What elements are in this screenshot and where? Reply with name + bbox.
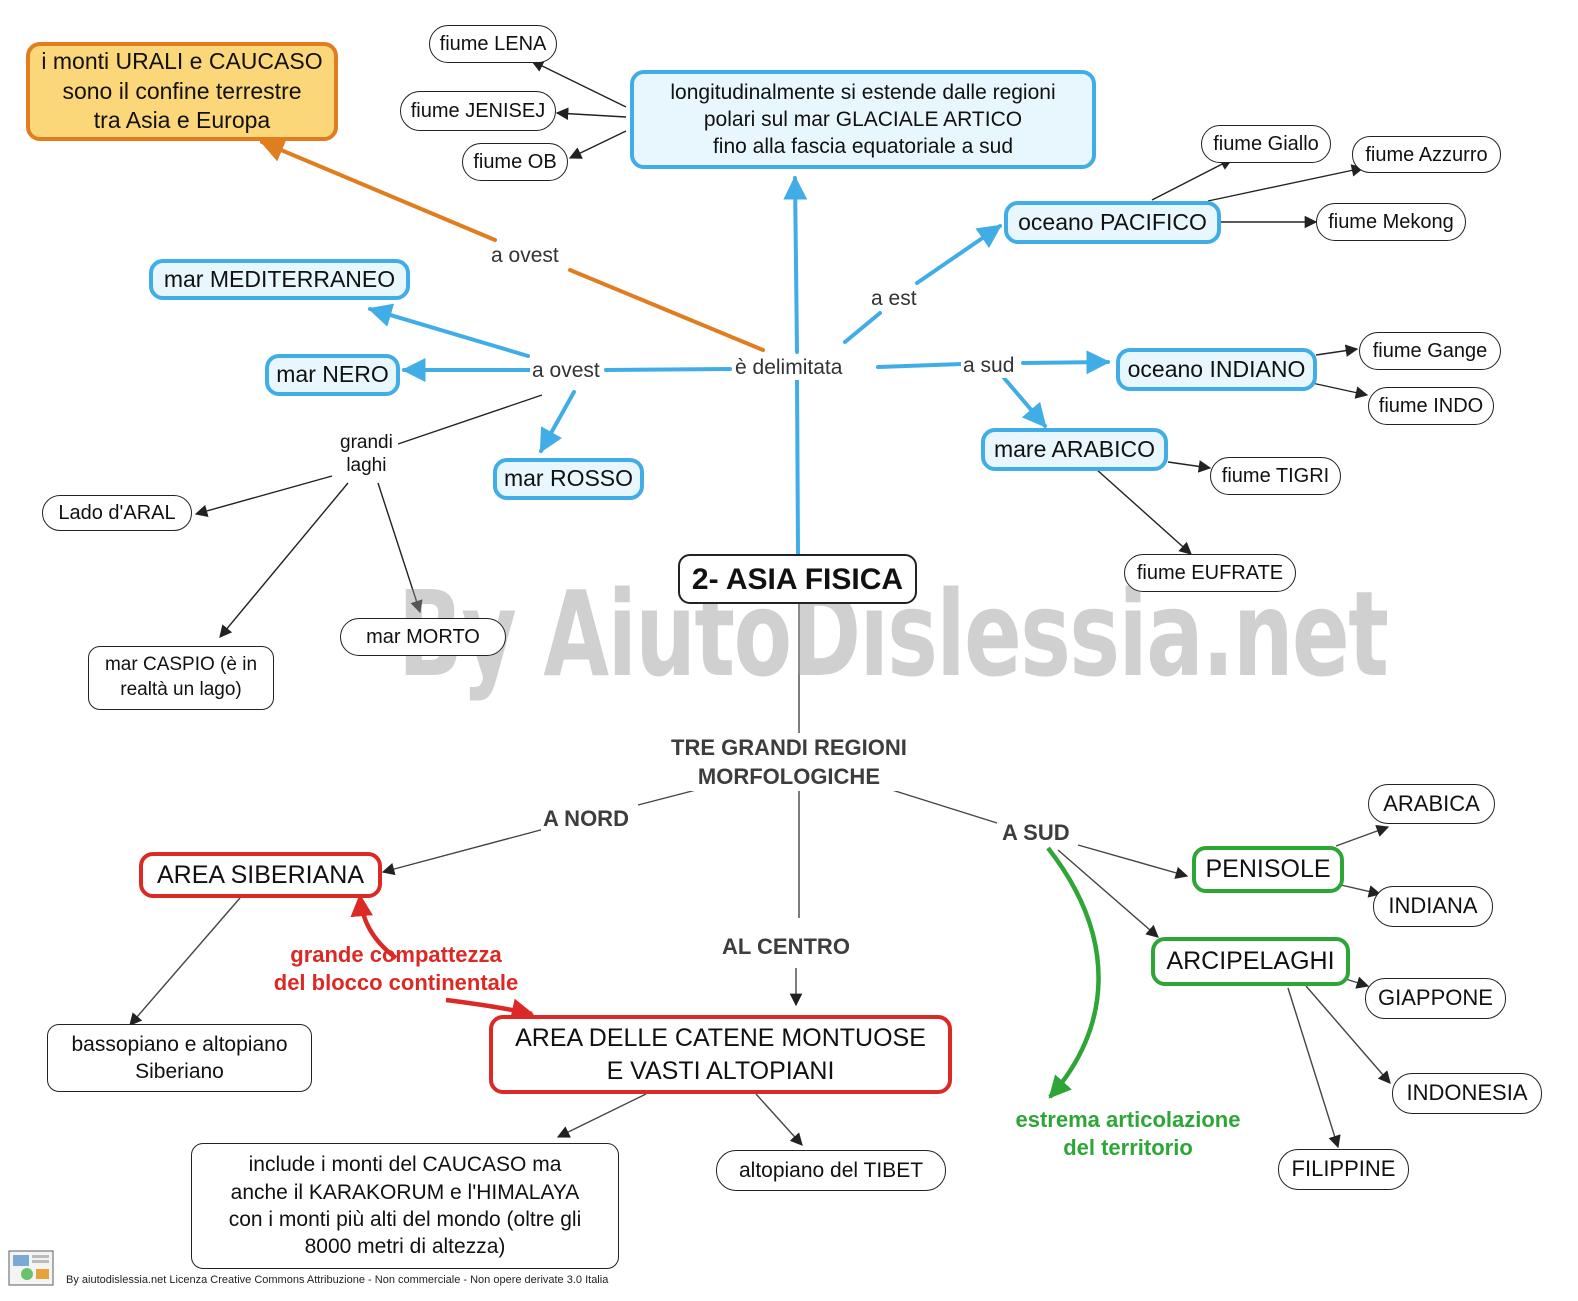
node-fiume-giallo[interactable]: fiume Giallo [1201,125,1331,163]
node-oceano-indiano[interactable]: oceano INDIANO [1116,348,1317,391]
node-mar-morto[interactable]: mar MORTO [340,618,506,656]
node-filippine[interactable]: FILIPPINE [1278,1149,1409,1190]
node-fiume-gange[interactable]: fiume Gange [1359,332,1501,370]
link-label-al-centro: AL CENTRO [720,934,852,961]
node-indiana[interactable]: INDIANA [1373,886,1493,927]
node-penisole[interactable]: PENISOLE [1192,846,1344,893]
link-label-grandi-laghi: grandi laghi [338,432,395,478]
node-mar-nero[interactable]: mar NERO [265,354,400,396]
link-label-a-est: a est [869,286,919,312]
node-indonesia[interactable]: INDONESIA [1392,1073,1542,1114]
node-asia-fisica-root[interactable]: 2- ASIA FISICA [678,554,917,604]
node-fiume-indo[interactable]: fiume INDO [1368,387,1494,425]
node-arabica[interactable]: ARABICA [1368,784,1495,824]
link-label-a-sud: a sud [961,353,1017,379]
node-fiume-lena[interactable]: fiume LENA [429,25,557,63]
node-fiume-azzurro[interactable]: fiume Azzurro [1352,136,1501,173]
link-label-e-delimitata: è delimitata [733,355,845,381]
node-mar-mediterraneo[interactable]: mar MEDITERRANEO [149,259,410,300]
node-area-catene-montuose[interactable]: AREA DELLE CATENE MONTUOSE E VASTI ALTOP… [489,1015,952,1094]
node-fiume-jenisej[interactable]: fiume JENISEJ [400,91,556,131]
node-fiume-ob[interactable]: fiume OB [462,143,568,181]
node-fiume-eufrate[interactable]: fiume EUFRATE [1124,554,1296,592]
node-monti-caucaso-himalaya[interactable]: include i monti del CAUCASO ma anche il … [191,1143,619,1269]
node-altopiano-tibet[interactable]: altopiano del TIBET [716,1150,946,1191]
node-lago-aral[interactable]: Lado d'ARAL [42,495,192,531]
link-label-tre-regioni: TRE GRANDI REGIONI MORFOLOGICHE [669,734,909,792]
node-urali-caucaso[interactable]: i monti URALI e CAUCASO sono il confine … [26,42,338,141]
node-fiume-tigri[interactable]: fiume TIGRI [1210,457,1341,495]
node-fiume-mekong[interactable]: fiume Mekong [1316,203,1466,241]
node-area-siberiana[interactable]: AREA SIBERIANA [139,852,382,898]
license-footer: By aiutodislessia.net Licenza Creative C… [66,1274,609,1286]
aiutodislessia-logo-icon [8,1250,54,1286]
node-mar-caspio[interactable]: mar CASPIO (è in realtà un lago) [88,646,274,710]
node-giappone[interactable]: GIAPPONE [1365,978,1506,1019]
node-estensione-longitudinale[interactable]: longitudinalmente si estende dalle regio… [630,70,1096,169]
link-label-a-sud-regioni: A SUD [1000,820,1072,847]
node-oceano-pacifico[interactable]: oceano PACIFICO [1004,201,1221,244]
node-mar-rosso[interactable]: mar ROSSO [493,458,644,500]
node-arcipelaghi[interactable]: ARCIPELAGHI [1151,937,1350,986]
link-label-a-ovest-blue: a ovest [530,358,602,384]
node-mare-arabico[interactable]: mare ARABICO [981,428,1168,471]
note-grande-compattezza: grande compattezza del blocco continenta… [273,942,519,996]
node-bassopiano-siberiano[interactable]: bassopiano e altopiano Siberiano [47,1024,312,1092]
note-estrema-articolazione: estrema articolazione del territorio [1015,1107,1241,1161]
link-label-a-nord: A NORD [541,806,631,833]
link-label-a-ovest-orange: a ovest [489,243,561,269]
